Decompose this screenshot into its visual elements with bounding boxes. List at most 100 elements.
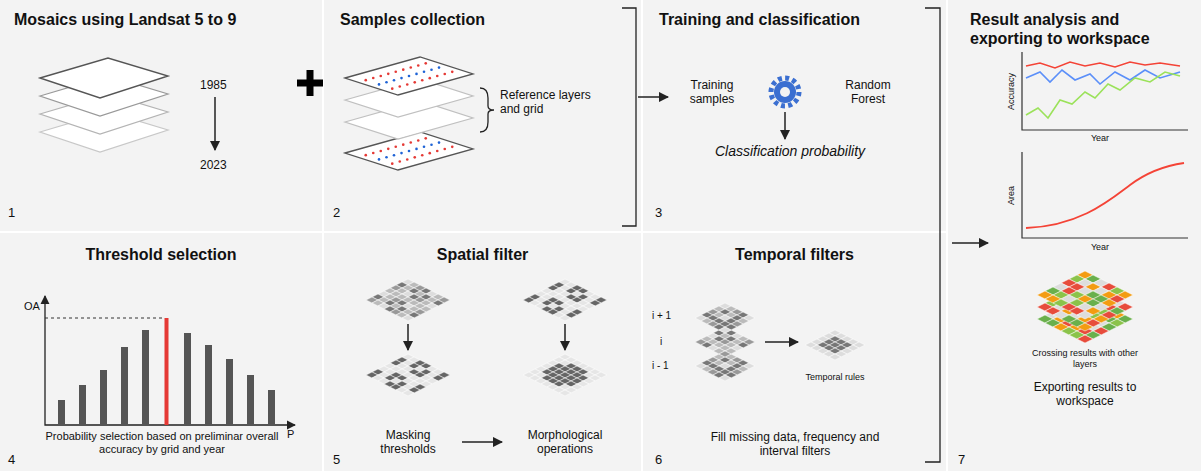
sample-point bbox=[415, 148, 418, 151]
result-layer bbox=[1037, 271, 1133, 319]
pixel bbox=[719, 375, 731, 381]
bar bbox=[58, 400, 65, 425]
sample-point bbox=[417, 139, 420, 142]
sample-point bbox=[394, 70, 397, 73]
bar bbox=[100, 370, 107, 425]
sample-point bbox=[430, 68, 433, 71]
step-number: 3 bbox=[655, 205, 675, 221]
probability-bars bbox=[58, 318, 275, 425]
sample-point bbox=[436, 150, 439, 153]
sample-point bbox=[438, 66, 441, 69]
step-number: 5 bbox=[333, 452, 353, 468]
annotation: Training samples bbox=[672, 78, 752, 107]
mosaic-layers bbox=[40, 58, 168, 152]
step-number: 6 bbox=[655, 452, 675, 468]
sample-point bbox=[372, 77, 375, 80]
bar bbox=[184, 333, 191, 425]
plus-sign bbox=[297, 70, 323, 96]
bracket bbox=[622, 8, 636, 226]
pixel bbox=[559, 390, 571, 396]
sample-point bbox=[436, 75, 439, 78]
flow-arrow bbox=[952, 242, 988, 244]
time-arrow bbox=[214, 97, 216, 150]
sample-point bbox=[428, 152, 431, 155]
annotation: Classification probability bbox=[685, 143, 895, 160]
sample-point bbox=[400, 152, 403, 155]
sample-point bbox=[417, 64, 420, 67]
time-layer bbox=[695, 303, 755, 333]
bar bbox=[205, 345, 212, 425]
morphology-grid bbox=[523, 354, 607, 396]
flow-arrow bbox=[407, 324, 409, 350]
time-layer bbox=[695, 327, 755, 357]
step-number: 7 bbox=[958, 452, 978, 468]
sample-point bbox=[409, 66, 412, 69]
sample-point bbox=[408, 150, 411, 153]
annotation: 1985 bbox=[200, 78, 250, 92]
pixel bbox=[559, 315, 571, 321]
area-chart bbox=[1022, 152, 1188, 238]
time-layer bbox=[695, 351, 755, 381]
sample-point bbox=[385, 156, 388, 159]
sample-point bbox=[391, 87, 394, 90]
step-title: Mosaics using Landsat 5 to 9 bbox=[14, 10, 308, 29]
annotation: Area bbox=[1006, 165, 1017, 225]
sample-point bbox=[421, 79, 424, 82]
annotation: Crossing results with other layers bbox=[1025, 348, 1145, 370]
bar bbox=[268, 390, 275, 425]
sample-point bbox=[428, 77, 431, 80]
sample-point bbox=[372, 152, 375, 155]
sample-layers bbox=[345, 57, 473, 170]
sample-point bbox=[423, 71, 426, 74]
accuracy-chart bbox=[1022, 52, 1188, 130]
annotation: i bbox=[660, 336, 680, 348]
bar bbox=[121, 347, 128, 425]
sample-point bbox=[421, 154, 424, 157]
annotation: Temporal rules bbox=[790, 372, 880, 383]
sample-point bbox=[393, 79, 396, 82]
sample-point bbox=[387, 73, 390, 76]
sample-point bbox=[398, 85, 401, 88]
pixel bbox=[829, 354, 841, 360]
sample-point bbox=[394, 145, 397, 148]
step-title: Temporal filters bbox=[653, 245, 936, 264]
sample-point bbox=[413, 156, 416, 159]
annotation: Random Forest bbox=[833, 78, 903, 107]
sample-point bbox=[406, 83, 409, 86]
pixel bbox=[719, 351, 731, 357]
step-title: Result analysis and exporting to workspa… bbox=[970, 10, 1179, 48]
result-layer bbox=[1037, 283, 1133, 331]
annotation: 2023 bbox=[200, 158, 250, 172]
step-panel: Mosaics using Landsat 5 to 9 bbox=[0, 0, 322, 231]
bracket bbox=[925, 8, 940, 462]
flow-arrow bbox=[462, 441, 502, 443]
annotation: i + 1 bbox=[652, 310, 688, 322]
annotation: Exporting results to workspace bbox=[1015, 380, 1155, 409]
random-forest-icon bbox=[771, 78, 799, 106]
annotation: P bbox=[287, 428, 301, 441]
flow-arrow bbox=[638, 96, 668, 98]
step-title: Training and classification bbox=[659, 10, 930, 29]
masked-grid bbox=[523, 279, 607, 321]
sample-point bbox=[451, 71, 454, 74]
brace bbox=[480, 88, 494, 132]
bar bbox=[142, 330, 149, 425]
annotation: Year bbox=[1080, 133, 1120, 144]
step-panel: Samples collection bbox=[324, 0, 641, 231]
sample-point bbox=[443, 148, 446, 151]
sample-point bbox=[415, 73, 418, 76]
threshold-line bbox=[45, 318, 163, 319]
annotation: i - 1 bbox=[652, 360, 688, 372]
sample-point bbox=[438, 141, 441, 144]
filtered-grid bbox=[805, 330, 865, 360]
input-grid bbox=[366, 279, 450, 321]
chart-axes bbox=[45, 296, 295, 425]
annotation: Reference layers and grid bbox=[500, 88, 600, 117]
sample-point bbox=[378, 83, 381, 86]
sample-points bbox=[364, 62, 453, 90]
sample-point bbox=[424, 62, 427, 65]
sample-point bbox=[406, 158, 409, 161]
